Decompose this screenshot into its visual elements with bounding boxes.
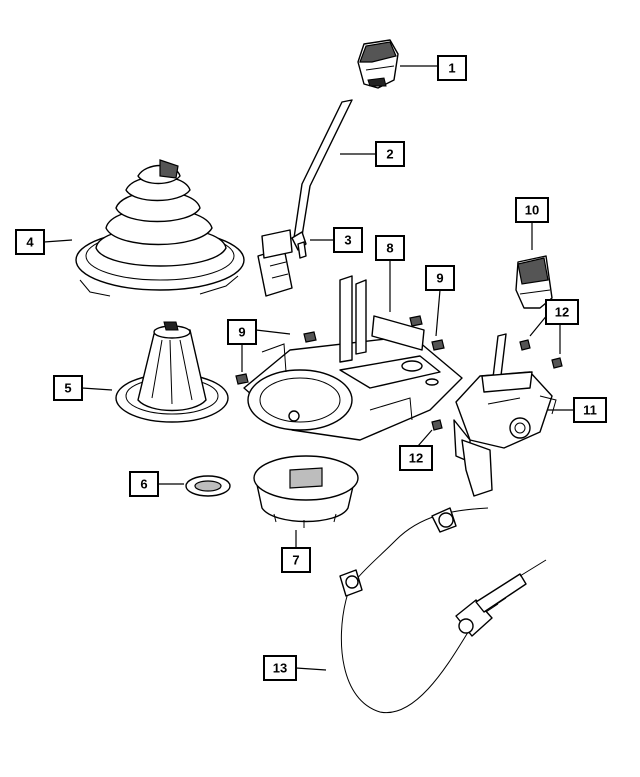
part-2-shift-lever <box>257 99 353 297</box>
part-12-nuts <box>431 339 563 431</box>
svg-text:3: 3 <box>344 233 351 248</box>
callout-2: 2 <box>375 141 405 167</box>
callout-8: 8 <box>375 235 405 261</box>
callout-4: 4 <box>15 229 45 255</box>
svg-text:1: 1 <box>448 61 455 76</box>
callout-10: 10 <box>515 197 549 223</box>
callout-12a: 12 <box>545 299 579 325</box>
svg-text:7: 7 <box>292 553 299 568</box>
part-5-inner-boot <box>115 321 229 423</box>
part-1-shift-knob <box>357 39 399 89</box>
callout-12b: 12 <box>399 445 433 471</box>
callout-9a: 9 <box>227 319 257 345</box>
callout-13: 13 <box>263 655 297 681</box>
svg-text:6: 6 <box>140 477 147 492</box>
part-3-bolt <box>291 231 307 259</box>
svg-text:11: 11 <box>583 403 597 418</box>
svg-text:12: 12 <box>409 451 423 466</box>
callout-1: 1 <box>437 55 467 81</box>
svg-text:12: 12 <box>555 305 569 320</box>
part-4-shift-boot <box>75 159 245 297</box>
callout-5: 5 <box>53 375 83 401</box>
leader-lines <box>43 65 574 671</box>
callout-3: 3 <box>333 227 363 253</box>
part-6-seal-ring <box>185 475 231 497</box>
svg-text:9: 9 <box>436 271 443 286</box>
svg-text:10: 10 <box>525 203 539 218</box>
svg-text:2: 2 <box>386 147 393 162</box>
callout-11: 11 <box>573 397 607 423</box>
svg-text:13: 13 <box>273 661 287 676</box>
part-11-shifter-assembly <box>453 333 557 497</box>
svg-text:5: 5 <box>64 381 71 396</box>
callout-7: 7 <box>281 547 311 573</box>
part-9-nuts <box>235 315 445 385</box>
svg-text:9: 9 <box>238 325 245 340</box>
part-10-shift-knob <box>515 255 553 309</box>
callout-9b: 9 <box>425 265 455 291</box>
callout-6: 6 <box>129 471 159 497</box>
part-13-shift-cable <box>339 507 547 714</box>
svg-text:4: 4 <box>26 235 34 250</box>
part-8-bracket <box>243 275 463 441</box>
svg-text:8: 8 <box>386 241 393 256</box>
part-7-bezel <box>253 455 359 528</box>
